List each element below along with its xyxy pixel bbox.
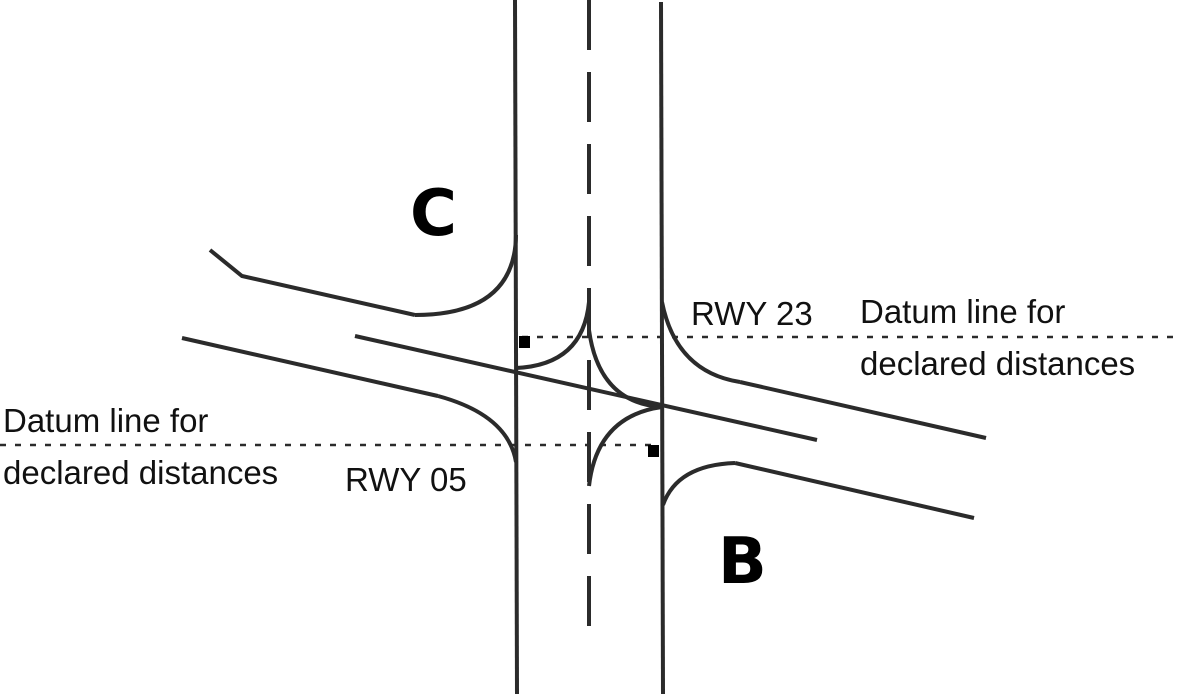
taxiway-c-upper-edge: [208, 248, 416, 317]
taxiway-b-label: B: [718, 525, 767, 599]
taxiway-c-label: C: [410, 177, 457, 251]
threshold-marker-rwy-05: [648, 445, 659, 457]
datum-right-label-line1: Datum line for: [860, 293, 1065, 330]
inner-fillet-upper-right: [587, 329, 663, 409]
diagonal-runway-inner-line: [354, 334, 818, 442]
rwy-23-label: RWY 23: [691, 295, 813, 332]
taxiway-c-fillet: [414, 234, 518, 317]
diagonal-runway-lower-left-edge: [181, 336, 439, 398]
rwy-05-label: RWY 05: [345, 461, 467, 498]
taxiway-b-lower-edge: [734, 461, 975, 520]
inner-fillet-lower-right: [587, 405, 663, 487]
taxiway-b-fillet: [661, 461, 736, 506]
vertical-runway-left-edge: [513, 0, 519, 694]
datum-left-label-line2: declared distances: [3, 454, 278, 491]
diagonal-runway-upper-right-fillet: [660, 301, 741, 384]
diagonal-runway-lower-left-fillet: [437, 394, 518, 463]
threshold-marker-rwy-23: [519, 336, 530, 348]
vertical-runway-right-edge: [659, 1, 665, 694]
datum-left-label-line1: Datum line for: [3, 402, 208, 439]
datum-right-label-line2: declared distances: [860, 345, 1135, 382]
diagonal-runway-upper-right-edge: [739, 380, 987, 440]
inner-fillet-upper-left: [515, 301, 591, 370]
